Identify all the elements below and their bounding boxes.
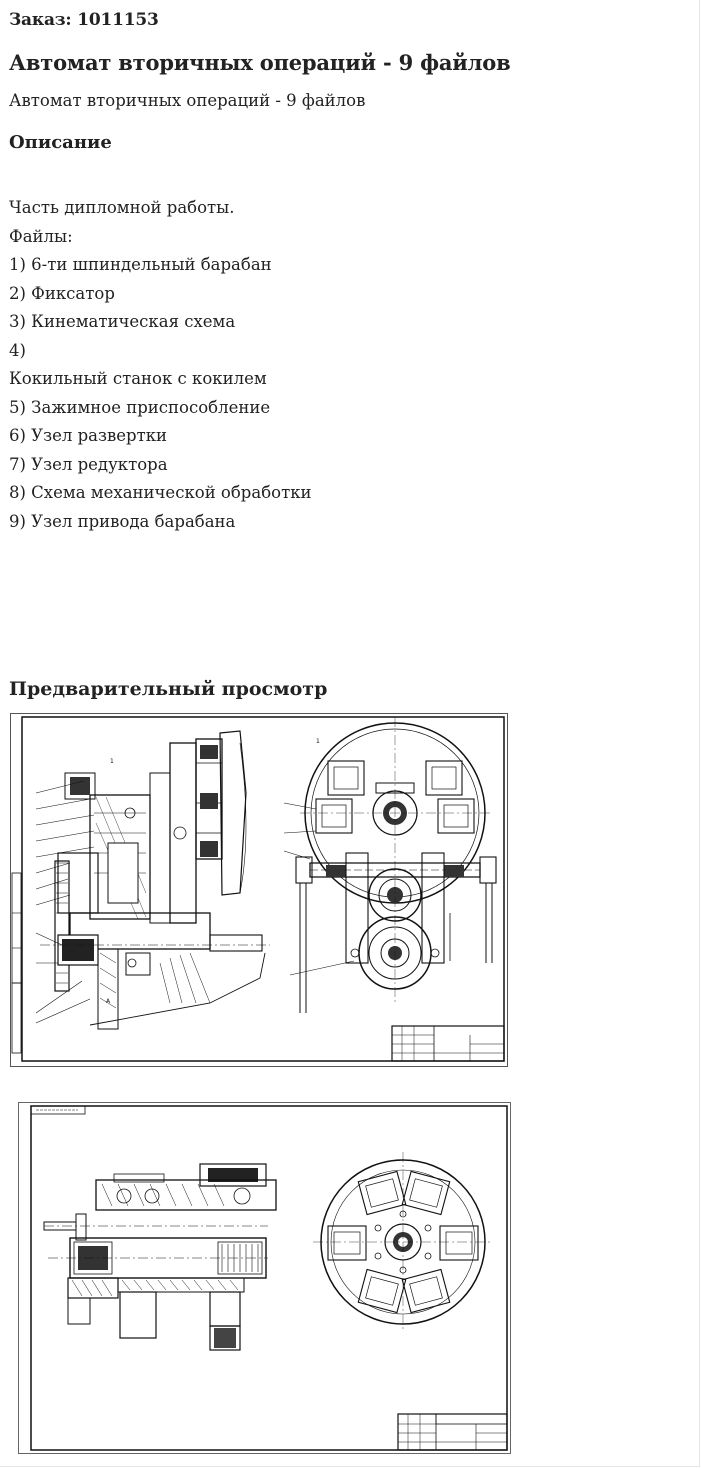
description-line: Кокильный станок с кокилем	[9, 369, 267, 388]
description-line: 2) Фиксатор	[9, 283, 115, 303]
svg-text:А: А	[106, 998, 111, 1005]
description-heading: Описание	[9, 132, 112, 153]
description-line: 7) Узел редуктора	[9, 454, 168, 474]
description-line: 5) Зажимное приспособление	[9, 397, 271, 417]
description-line: Файлы:	[9, 226, 73, 246]
order-number: Заказ: 1011153	[9, 10, 159, 30]
page-subtitle: Автомат вторичных операций - 9 файлов	[9, 91, 366, 110]
preview-image-2[interactable]	[18, 1102, 511, 1454]
description-line: 8) Схема механической обработки	[9, 483, 312, 502]
svg-text:1: 1	[110, 758, 114, 765]
description-line: Часть дипломной работы.	[9, 198, 235, 217]
svg-text:1: 1	[316, 738, 320, 745]
description-line: 3) Кинематическая схема	[9, 312, 236, 331]
description-line: 4)	[9, 340, 26, 360]
description-line: 6) Узел развертки	[9, 426, 168, 445]
description-line: 1) 6-ти шпиндельный барабан	[9, 255, 272, 274]
description-line: 9) Узел привода барабана	[9, 511, 236, 531]
preview-heading: Предварительный просмотр	[9, 678, 328, 700]
description-list: Часть дипломной работы. Файлы: 1) 6-ти ш…	[9, 194, 312, 536]
page-title: Автомат вторичных операций - 9 файлов	[9, 50, 511, 75]
preview-image-1[interactable]: 1 А 1	[10, 713, 508, 1067]
